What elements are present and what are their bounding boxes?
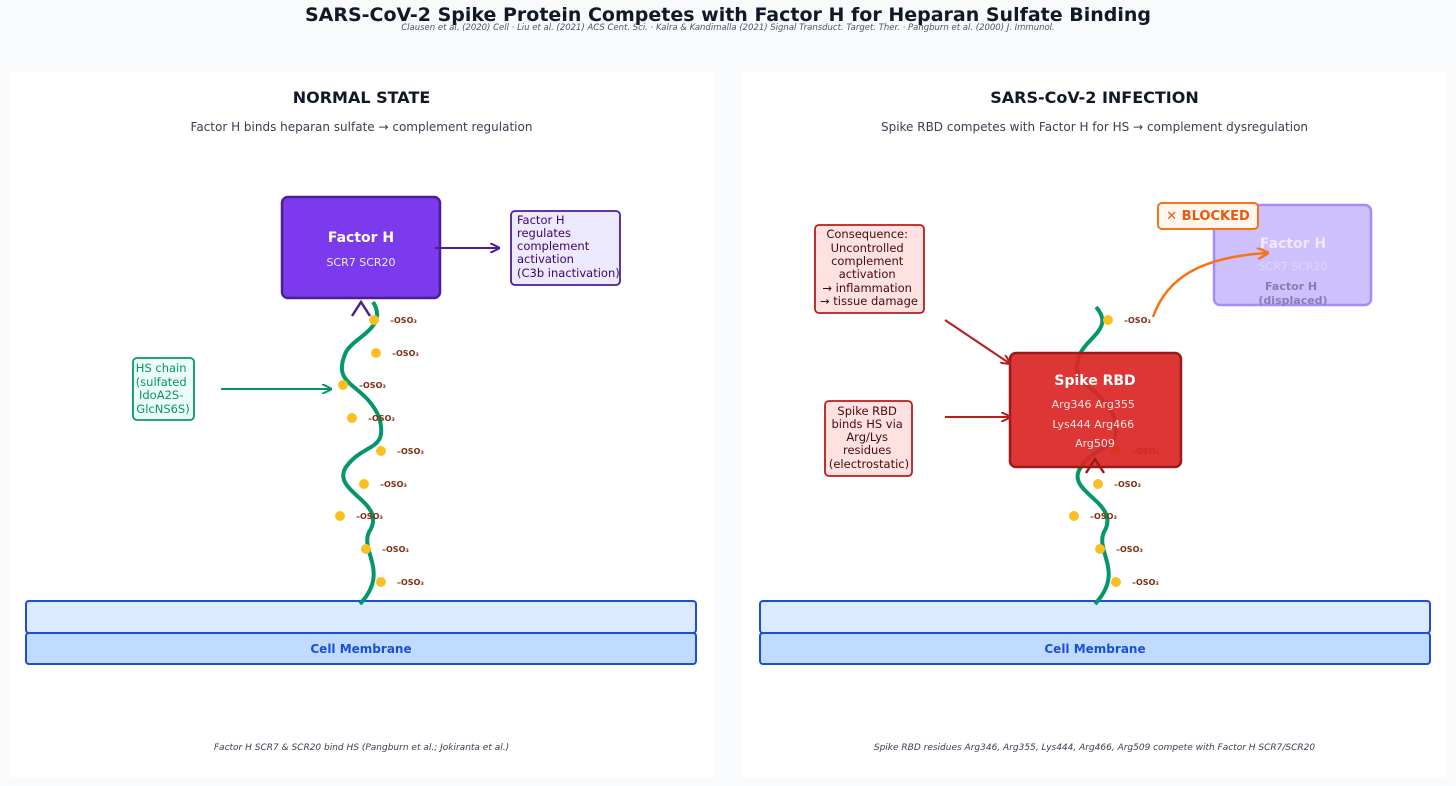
chain-arrowhead (350, 299, 372, 317)
sulfate-dot (1093, 479, 1103, 489)
figure-title: SARS-CoV-2 Spike Protein Competes with F… (304, 4, 1152, 26)
sulfate-label: –OSO₃ (397, 578, 424, 587)
displacement-arrow (1151, 253, 1267, 318)
sulfate-dot (335, 511, 345, 521)
membrane-label: Cell Membrane (1044, 642, 1145, 656)
membrane-inner-leaflet (25, 632, 697, 665)
spike-rbd-title: Spike RBD (1054, 373, 1135, 389)
figure-subtitle: Clausen et al. (2020) Cell · Liu et al. … (401, 23, 1055, 33)
sulfate-label: –OSO₃ (356, 512, 383, 521)
consequence-arrow (944, 319, 1009, 363)
sulfate-dot (376, 577, 386, 587)
sulfate-label: –OSO₃ (1114, 480, 1141, 489)
factor-h-domains: SCR7 SCR20 (326, 256, 395, 269)
sulfate-dot (1103, 315, 1113, 325)
sulfate-dot (359, 479, 369, 489)
infection-subheading: Spike RBD competes with Factor H for HS … (880, 120, 1309, 134)
sulfate-label: –OSO₃ (382, 545, 409, 554)
sulfate-label: –OSO₃ (380, 480, 407, 489)
consequence-box (814, 224, 925, 314)
infection-heading: SARS-CoV-2 INFECTION (990, 88, 1199, 107)
sulfate-dot (1111, 577, 1121, 587)
hs-chain-label: HS chain (sulfated IdoA2S- GlcNS6S) (136, 361, 191, 416)
spike-rbd-box (1008, 351, 1183, 469)
regulation-note-text: Factor H regulates complement activation… (517, 213, 620, 280)
membrane-outer-leaflet (759, 600, 1431, 634)
normal-state-footnote: Factor H SCR7 & SCR20 bind HS (Pangburn … (213, 743, 510, 753)
normal-state-heading: NORMAL STATE (292, 88, 431, 107)
sulfate-label: –OSO₃ (359, 381, 386, 390)
consequence-text: Consequence: Uncontrolled complement act… (820, 227, 918, 308)
blocked-label: ✕ BLOCKED (1166, 209, 1250, 224)
spike-binding-arrowhead (1084, 456, 1106, 474)
normal-state-diagram: Cell Membrane –OSO₃ –OSO₃ –OSO₃ –OSO₃ –O… (25, 195, 697, 665)
factor-h-ghost-title: Factor H (1260, 236, 1326, 252)
sulfate-label: –OSO₃ (392, 349, 419, 358)
blocked-badge (1157, 202, 1259, 230)
sulfate-dot (361, 544, 371, 554)
sulfate-label: –OSO₃ (397, 447, 424, 456)
infection-footnote: Spike RBD residues Arg346, Arg355, Lys44… (873, 743, 1316, 753)
sulfate-label: –OSO₃ (1116, 545, 1143, 554)
sulfate-dot (338, 380, 348, 390)
spike-rbd-residues: Arg346 Arg355 Lys444 Arg466 Arg509 (1052, 398, 1139, 450)
sulfate-groups: –OSO₃ –OSO₃ –OSO₃ –OSO₃ –OSO₃ –OSO₃ –OSO… (335, 315, 424, 587)
normal-state-panel: NORMAL STATE Factor H binds heparan sulf… (9, 72, 714, 777)
normal-state-subheading: Factor H binds heparan sulfate → complem… (190, 120, 533, 134)
spike-binding-note-box (824, 400, 913, 477)
sulfate-label: –OSO₃ (1132, 578, 1159, 587)
sulfate-label: –OSO₃ (1090, 512, 1117, 521)
sulfate-dot (1069, 511, 1079, 521)
sulfate-dot (369, 315, 379, 325)
factor-h-title: Factor H (328, 230, 394, 246)
factor-h-ghost-domains: SCR7 SCR20 (1258, 260, 1327, 273)
membrane-inner-leaflet (759, 632, 1431, 665)
infection-panel: SARS-CoV-2 INFECTION Spike RBD competes … (742, 72, 1447, 777)
hs-chain-label-box (132, 357, 195, 421)
sulfate-dot (1095, 544, 1105, 554)
sulfate-dot (371, 348, 381, 358)
hs-chain (339, 300, 384, 606)
sulfate-label: –OSO₃ (390, 316, 417, 325)
spike-binding-note: Spike RBD binds HS via Arg/Lys residues … (829, 404, 909, 471)
factor-h-box (280, 195, 442, 300)
regulation-note (510, 210, 621, 286)
sulfate-dot (347, 413, 357, 423)
infection-diagram: Cell Membrane Factor H SCR7 SCR20 Factor… (759, 202, 1431, 665)
sulfate-dot (376, 446, 386, 456)
sulfate-label: –OSO₃ (1124, 316, 1151, 325)
sulfate-label: –OSO₃ (368, 414, 395, 423)
factor-h-displaced-label: Factor H (displaced) (1258, 280, 1327, 307)
membrane-outer-leaflet (25, 600, 697, 634)
membrane-label: Cell Membrane (310, 642, 411, 656)
